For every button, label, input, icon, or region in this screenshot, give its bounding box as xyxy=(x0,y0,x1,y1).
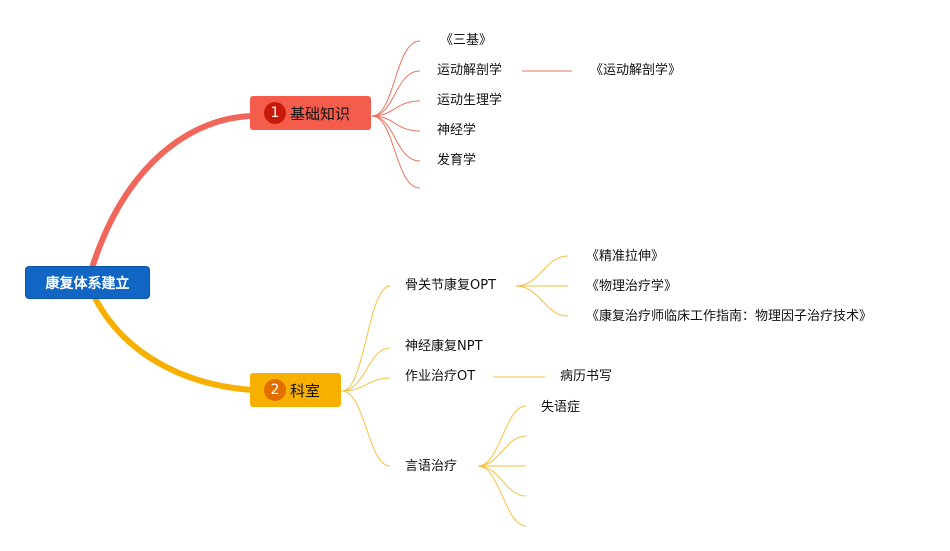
topic-neurology[interactable]: 神经学 xyxy=(437,123,477,138)
topic-developmental[interactable]: 发育学 xyxy=(437,153,477,168)
book-clinical-guide[interactable]: 《康复治疗师临床工作指南：物理因子治疗技术》 xyxy=(586,309,873,324)
topic-medical-records[interactable]: 病历书写 xyxy=(560,369,613,384)
topic-opt[interactable]: 骨关节康复OPT xyxy=(405,278,497,293)
links-basics xyxy=(371,40,572,189)
topic-aphasia[interactable]: 失语症 xyxy=(541,400,581,415)
root-label: 康复体系建立 xyxy=(45,275,130,292)
book-precision-stretching[interactable]: 《精准拉伸》 xyxy=(586,249,665,264)
topic-npt[interactable]: 神经康复NPT xyxy=(405,339,483,354)
topic-sports-physiology[interactable]: 运动生理学 xyxy=(437,93,503,108)
topic-sports-anatomy[interactable]: 运动解剖学 xyxy=(437,63,503,78)
branch-label: 基础知识 xyxy=(290,104,351,123)
root-node[interactable]: 康复体系建立 xyxy=(25,266,150,299)
book-sports-anatomy[interactable]: 《运动解剖学》 xyxy=(590,63,682,78)
topic-sanji[interactable]: 《三基》 xyxy=(440,33,493,48)
branch-basics[interactable]: 1 基础知识 xyxy=(250,96,371,130)
topic-speech-therapy[interactable]: 言语治疗 xyxy=(405,459,458,474)
link-root-department xyxy=(92,295,255,393)
link-root-basics xyxy=(89,113,255,271)
topic-ot[interactable]: 作业治疗OT xyxy=(405,369,476,384)
book-physical-therapy[interactable]: 《物理治疗学》 xyxy=(586,279,678,294)
branch-department[interactable]: 2 科室 xyxy=(250,373,341,407)
branch-label: 科室 xyxy=(290,381,321,400)
branch-number-badge: 2 xyxy=(264,379,286,401)
links-department xyxy=(341,255,569,527)
branch-number-badge: 1 xyxy=(264,102,286,124)
